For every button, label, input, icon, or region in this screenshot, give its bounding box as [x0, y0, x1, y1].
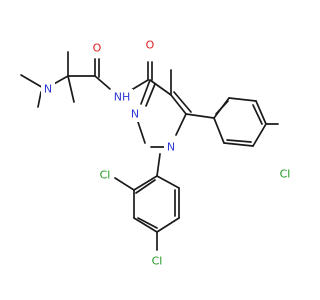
bond — [145, 83, 156, 107]
bond — [175, 113, 187, 136]
atom-o-lower: O — [146, 39, 155, 52]
bond — [94, 75, 111, 90]
bond — [156, 217, 180, 233]
bond — [156, 153, 161, 177]
label-backdrop — [276, 166, 294, 182]
bond — [135, 179, 156, 194]
atom-nh-amide: NH — [114, 91, 131, 104]
atom-o-upper: O — [93, 42, 102, 55]
bond — [213, 117, 225, 144]
bond — [156, 175, 180, 189]
atom-n-pyrazole-2: N — [131, 108, 139, 121]
bond — [252, 123, 267, 147]
label-backdrop — [96, 167, 114, 183]
atom-cl-para-dichlorophenyl: Cl — [152, 255, 163, 268]
bond — [252, 104, 263, 125]
bond — [137, 217, 158, 229]
atom-n-dimethylamino: N — [44, 83, 52, 96]
bond — [137, 121, 146, 144]
atom-labels: O N NH O Cl N N Cl Cl — [41, 37, 294, 269]
atom-n-pyrazole-1: N — [167, 141, 175, 154]
bond — [185, 113, 215, 119]
bond — [226, 139, 252, 143]
atom-cl-para-phenyl: Cl — [280, 168, 291, 181]
label-backdrop — [164, 139, 178, 155]
bond — [140, 79, 151, 105]
bond — [133, 175, 158, 191]
bond — [173, 91, 192, 113]
bond — [215, 100, 229, 115]
label-backdrop — [41, 81, 55, 97]
bond — [37, 91, 42, 108]
bond — [67, 75, 75, 103]
atom-cl-ortho: Cl — [100, 169, 111, 182]
label-backdrop — [143, 37, 157, 53]
chemical-structure-diagram: O N NH O Cl N N Cl Cl — [20, 37, 294, 269]
label-backdrop — [128, 106, 142, 122]
label-backdrop — [90, 40, 104, 56]
bond — [133, 217, 158, 233]
bond — [228, 97, 257, 102]
bond — [255, 100, 267, 125]
bond — [149, 79, 172, 96]
bond — [223, 142, 254, 147]
bond — [114, 177, 135, 191]
bond — [170, 94, 187, 115]
label-backdrop — [148, 253, 166, 269]
label-backdrop — [111, 89, 133, 105]
bonds — [20, 51, 279, 251]
